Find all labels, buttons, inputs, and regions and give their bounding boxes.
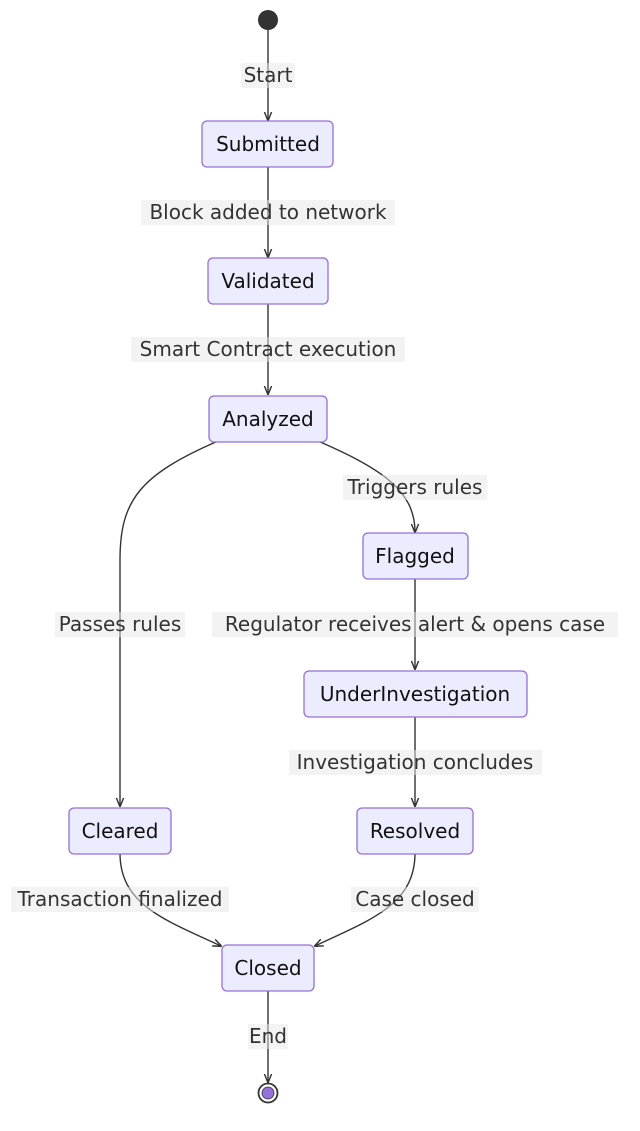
state-under-investigation: UnderInvestigation: [303, 670, 528, 718]
edge-label-start: Start: [241, 63, 295, 88]
start-state-dot: [258, 10, 278, 30]
edge-label-passes-rules: Passes rules: [55, 612, 185, 637]
edge-label-start-text: Start: [244, 63, 293, 87]
edge-label-regulator-alert: Regulator receives alert & opens case: [212, 612, 618, 637]
state-flagged-label: Flagged: [375, 544, 455, 568]
edge-label-passes-rules-text: Passes rules: [59, 612, 182, 636]
end-state-marker: [257, 1082, 279, 1104]
edge-label-transaction-finalized-text: Transaction finalized: [17, 887, 223, 911]
edge-label-case-closed: Case closed: [351, 887, 479, 912]
state-validated-label: Validated: [221, 269, 314, 293]
edge-label-regulator-alert-text: Regulator receives alert & opens case: [225, 612, 605, 636]
state-analyzed: Analyzed: [208, 395, 328, 443]
edge-label-smart-contract-text: Smart Contract execution: [140, 337, 397, 361]
state-validated: Validated: [207, 257, 329, 305]
state-under-investigation-label: UnderInvestigation: [320, 682, 510, 706]
edge-label-triggers-rules-text: Triggers rules: [347, 475, 483, 499]
edge-label-end-text: End: [249, 1024, 287, 1048]
edge-label-block-added: Block added to network: [141, 200, 395, 225]
state-submitted: Submitted: [201, 120, 334, 168]
state-analyzed-label: Analyzed: [222, 407, 314, 431]
state-submitted-label: Submitted: [216, 132, 320, 156]
state-resolved-label: Resolved: [370, 819, 460, 843]
state-resolved: Resolved: [356, 807, 474, 855]
edge-label-end: End: [248, 1024, 288, 1049]
edge-label-block-added-text: Block added to network: [149, 200, 387, 224]
state-closed: Closed: [221, 944, 315, 992]
state-cleared-label: Cleared: [82, 819, 159, 843]
edge-label-smart-contract: Smart Contract execution: [131, 337, 405, 362]
state-closed-label: Closed: [234, 956, 301, 980]
edge-label-investigation-concludes: Investigation concludes: [289, 750, 542, 775]
edge-label-case-closed-text: Case closed: [355, 887, 475, 911]
edge-analyzed-cleared: [120, 440, 219, 806]
state-flagged: Flagged: [362, 532, 469, 580]
state-cleared: Cleared: [68, 807, 172, 855]
edge-label-triggers-rules: Triggers rules: [343, 475, 487, 500]
edge-label-investigation-concludes-text: Investigation concludes: [297, 750, 534, 774]
edge-label-transaction-finalized: Transaction finalized: [11, 887, 229, 912]
